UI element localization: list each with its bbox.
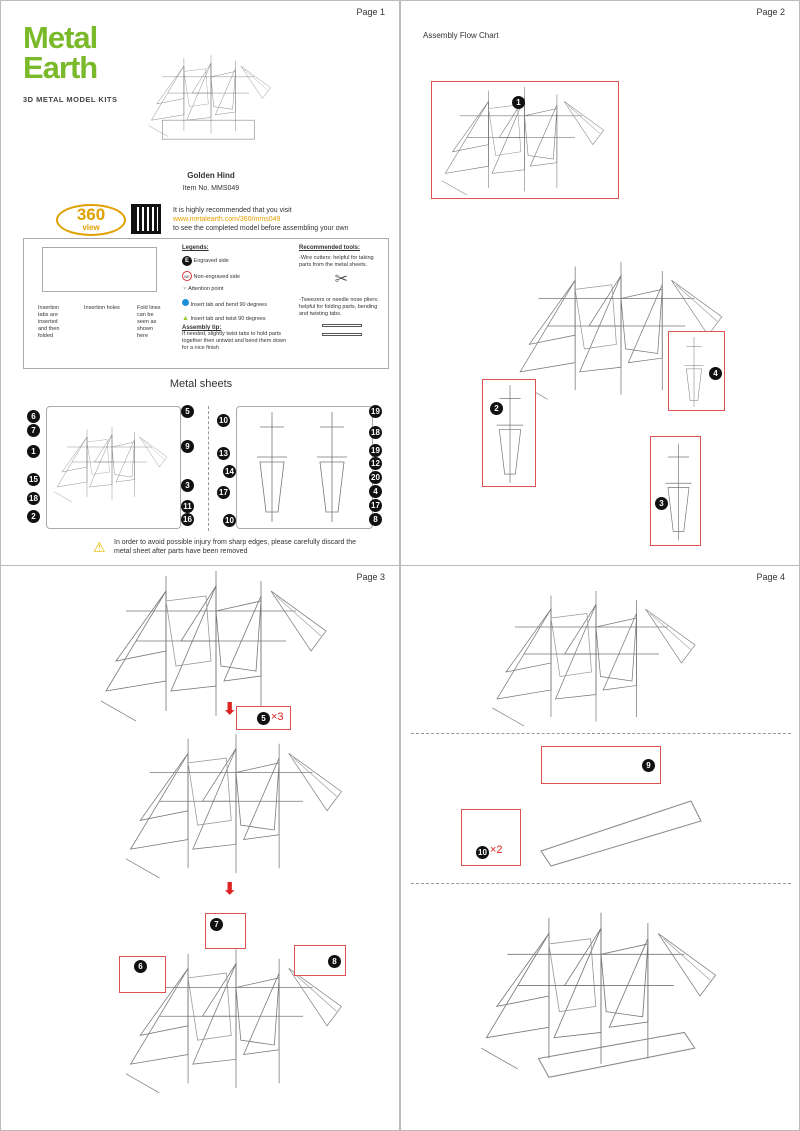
callout-1: 1 <box>431 81 619 199</box>
page-number: Page 3 <box>356 572 385 582</box>
blue-dot-icon <box>182 299 189 306</box>
page-number: Page 4 <box>756 572 785 582</box>
tweezers-icon <box>321 324 362 327</box>
wire-cutter-icon: ✂ <box>334 271 349 288</box>
callout-6: 6 <box>119 956 166 993</box>
legend-box: Insertion tabs are inserted and then fol… <box>23 238 389 369</box>
page-number: Page 2 <box>756 7 785 17</box>
page-2: Page 2 Assembly Flow Chart 1 2 4 3 <box>400 0 800 566</box>
green-triangle-icon: ▲ <box>182 315 189 322</box>
down-arrow-icon: ⬇ <box>223 881 237 898</box>
page-3: Page 3 ⬇ 5×3 ⬇ 7 6 8 <box>0 565 400 1131</box>
item-number: Item No. MMS049 <box>182 185 240 192</box>
hand-point-icon: ☞ <box>182 286 187 292</box>
callout-9: 9 <box>541 746 661 784</box>
callout-8: 8 <box>294 945 346 976</box>
callout-5: 5×3 <box>236 706 291 730</box>
metal-sheet-right <box>236 406 373 529</box>
step-rigging <box>100 570 327 722</box>
page-number: Page 1 <box>356 7 385 17</box>
callout-10: 10×2 <box>461 809 521 866</box>
callout-4: 4 <box>668 331 725 411</box>
metal-sheet-left <box>46 406 181 529</box>
down-arrow-icon: ⬇ <box>223 701 237 718</box>
legends: Legends: E Engraved side NE Non-engraved… <box>182 245 286 351</box>
warning-icon: ⚠ <box>93 539 106 555</box>
recommended-tools: Recommended tools: -Wire cutters: helpfu… <box>299 245 384 342</box>
callout-3: 3 <box>650 436 701 546</box>
step-masts <box>125 733 342 879</box>
metal-sheets-title: Metal sheets <box>169 378 233 390</box>
hull-base <box>540 800 702 867</box>
flow-chart-title: Assembly Flow Chart <box>423 31 499 40</box>
ship-model-image <box>148 54 271 140</box>
callout-7: 7 <box>205 913 246 949</box>
callout-2: 2 <box>482 379 536 487</box>
model-name: Golden Hind <box>187 171 235 180</box>
fold-diagram <box>42 247 157 292</box>
page-4: Page 4 9 10×2 <box>400 565 800 1131</box>
step-final-assembly <box>480 912 716 1078</box>
360-url[interactable]: www.metalearth.com/360/mms049 <box>173 216 281 223</box>
pliers-icon <box>321 333 362 336</box>
qr-code <box>131 204 161 234</box>
step-rigging-complete <box>492 590 696 727</box>
warning-text: In order to avoid possible injury from s… <box>114 539 357 555</box>
logo-tagline: 3D METAL MODEL KITS <box>23 95 118 104</box>
